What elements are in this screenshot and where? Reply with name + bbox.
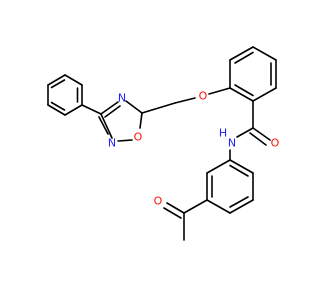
atom-h-amide: H xyxy=(219,127,227,140)
bond-ether-benzene xyxy=(208,87,231,95)
atom-n-oxadiazole-2: N xyxy=(108,137,116,150)
atom-n-amide: N xyxy=(228,137,236,150)
bond-phenyl-oxadiazole xyxy=(81,104,102,115)
atom-o-amide: O xyxy=(271,137,280,150)
phenyl-ring xyxy=(47,74,83,116)
oxadiazole-ring xyxy=(98,100,143,142)
bond-ring-acetyl xyxy=(183,199,208,214)
bond-acetyl-oxygen xyxy=(166,202,185,214)
molecule-structure: N N O O N H O O xyxy=(47,46,280,241)
bond-oxadiazole-ch2 xyxy=(141,102,176,114)
bond-acetyl-oxygen-2 xyxy=(163,207,182,219)
acetylphenyl-ring xyxy=(206,159,254,214)
bond-carbonyl-oxygen-2 xyxy=(249,132,267,146)
atom-n-oxadiazole-4: N xyxy=(118,92,126,105)
atom-o-oxadiazole-1: O xyxy=(134,131,143,144)
bond-ch2-ether xyxy=(174,97,196,104)
bond-carbonyl-nitrogen xyxy=(236,127,254,138)
atom-o-ether: O xyxy=(199,90,208,103)
atom-o-ketone: O xyxy=(154,195,163,208)
central-benzene-ring xyxy=(229,46,277,102)
atom-labels: N N O O N H O O xyxy=(108,90,280,208)
bond-carbonyl-oxygen xyxy=(252,127,271,141)
